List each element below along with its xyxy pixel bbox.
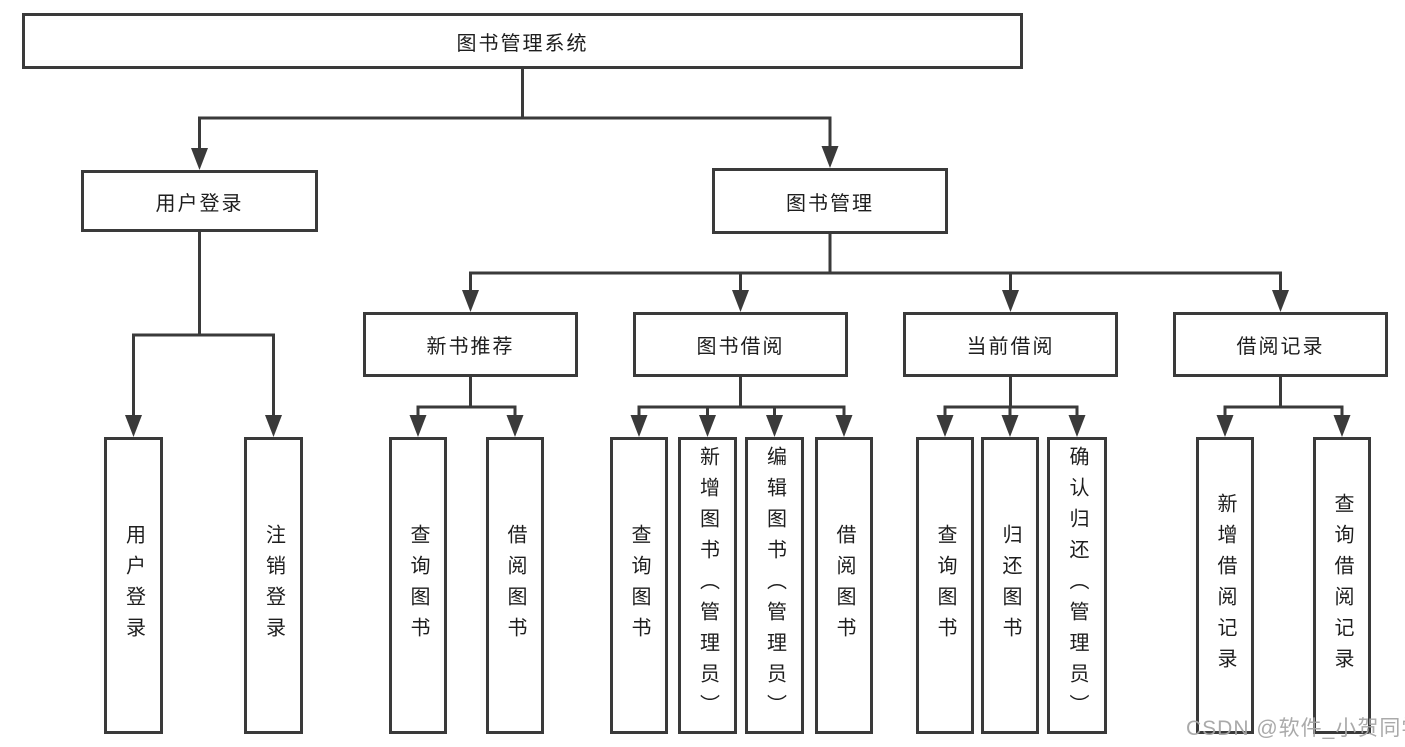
node-book-borrow-label: 图书借阅 <box>696 336 785 358</box>
node-borrow-record: 借阅记录 <box>1173 312 1388 377</box>
leaf-borrow-edit: 编辑图书（管理员） <box>745 437 804 734</box>
node-new-book-recommend: 新书推荐 <box>363 312 578 377</box>
node-user-login: 用户登录 <box>81 170 318 232</box>
leaf-current-return: 归还图书 <box>981 437 1039 734</box>
leaf-record-add: 新增借阅记录 <box>1196 437 1254 734</box>
leaf-borrow-borrow-label: 借阅图书 <box>833 523 855 648</box>
node-user-login-label: 用户登录 <box>155 192 244 215</box>
node-current-borrow-label: 当前借阅 <box>966 336 1055 358</box>
node-current-borrow: 当前借阅 <box>903 312 1118 377</box>
node-root-label: 图书管理系统 <box>456 32 589 55</box>
leaf-current-confirm: 确认归还（管理员） <box>1047 437 1107 734</box>
leaf-user-login-label: 用户登录 <box>122 523 145 648</box>
leaf-newbook-query: 查询图书 <box>389 437 447 734</box>
watermark: CSDN @软件_小贺同学 <box>1186 717 1405 740</box>
leaf-current-confirm-label: 确认归还（管理员） <box>1066 446 1088 725</box>
leaf-borrow-edit-label: 编辑图书（管理员） <box>763 446 786 725</box>
leaf-record-add-label: 新增借阅记录 <box>1214 492 1236 679</box>
node-book-borrow: 图书借阅 <box>633 312 848 377</box>
node-new-book-recommend-label: 新书推荐 <box>426 336 515 358</box>
leaf-newbook-borrow: 借阅图书 <box>486 437 544 734</box>
node-book-management: 图书管理 <box>712 168 948 234</box>
leaf-current-query-label: 查询图书 <box>934 523 956 648</box>
leaf-current-return-label: 归还图书 <box>999 523 1021 648</box>
leaf-borrow-borrow: 借阅图书 <box>815 437 873 734</box>
leaf-borrow-add: 新增图书（管理员） <box>678 437 737 734</box>
leaf-borrow-query: 查询图书 <box>610 437 668 734</box>
leaf-newbook-borrow-label: 借阅图书 <box>504 523 526 648</box>
node-borrow-record-label: 借阅记录 <box>1236 336 1325 358</box>
leaf-record-query-label: 查询借阅记录 <box>1331 492 1353 679</box>
node-book-management-label: 图书管理 <box>786 192 874 215</box>
leaf-current-query: 查询图书 <box>916 437 974 734</box>
leaf-borrow-add-label: 新增图书（管理员） <box>696 446 719 725</box>
leaf-record-query: 查询借阅记录 <box>1313 437 1371 734</box>
leaf-borrow-query-label: 查询图书 <box>628 523 650 648</box>
leaf-logout-label: 注销登录 <box>262 523 285 648</box>
leaf-logout: 注销登录 <box>244 437 303 734</box>
leaf-user-login: 用户登录 <box>104 437 163 734</box>
node-root: 图书管理系统 <box>22 13 1023 69</box>
leaf-newbook-query-label: 查询图书 <box>407 523 429 648</box>
